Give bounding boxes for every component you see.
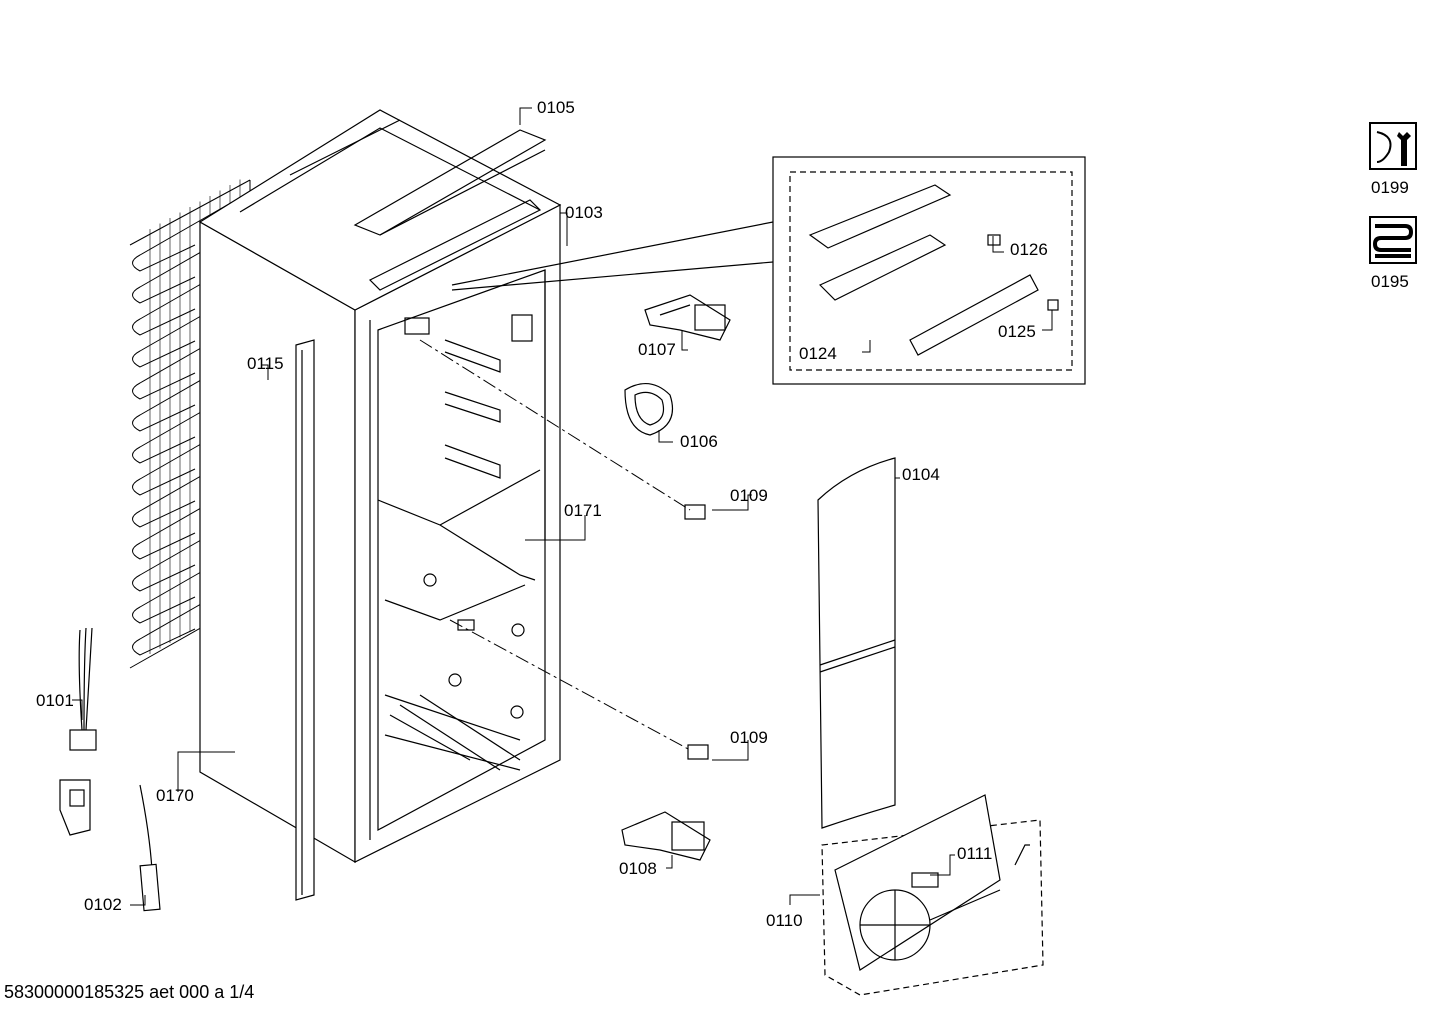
label-0199: 0199 bbox=[1371, 178, 1409, 197]
door-panel-0104 bbox=[817, 457, 896, 829]
gasket-0106 bbox=[624, 383, 674, 436]
label-0126: 0126 bbox=[1010, 240, 1048, 259]
detail-box bbox=[451, 156, 1086, 385]
label-0115: 0115 bbox=[247, 354, 284, 373]
label-0105: 0105 bbox=[537, 98, 575, 117]
label-0102: 0102 bbox=[84, 895, 122, 914]
label-0195: 0195 bbox=[1371, 272, 1409, 291]
label-0108: 0108 bbox=[619, 859, 657, 878]
label-0109-upper: 0109 bbox=[730, 486, 768, 505]
label-0106: 0106 bbox=[680, 432, 718, 451]
label-0107: 0107 bbox=[638, 340, 676, 359]
label-0110: 0110 bbox=[766, 911, 803, 930]
label-0170: 0170 bbox=[156, 786, 194, 805]
cabinet bbox=[198, 109, 562, 864]
leader-lines bbox=[72, 107, 1053, 906]
hinge-0107 bbox=[644, 294, 731, 341]
label-0101: 0101 bbox=[36, 691, 74, 710]
hinge-0108 bbox=[621, 811, 711, 861]
label-0104: 0104 bbox=[902, 465, 940, 484]
label-0103: 0103 bbox=[565, 203, 603, 222]
guide-lines bbox=[419, 339, 691, 751]
label-0111: 0111 bbox=[957, 844, 993, 863]
clip-0109-lower bbox=[687, 744, 709, 760]
label-0125: 0125 bbox=[998, 322, 1036, 341]
door-seal-0115 bbox=[295, 339, 315, 901]
label-0109-lower: 0109 bbox=[730, 728, 768, 747]
label-0171: 0171 bbox=[564, 501, 602, 520]
coil-icon bbox=[1369, 216, 1417, 264]
label-0124: 0124 bbox=[799, 344, 837, 363]
drawing-number: 58300000185325 aet 000 a 1/4 bbox=[4, 982, 255, 1002]
power-cable-0101 bbox=[59, 627, 97, 836]
clip-0109-upper bbox=[684, 504, 706, 520]
module-0110 bbox=[821, 794, 1044, 996]
wrench-icon bbox=[1369, 122, 1417, 170]
